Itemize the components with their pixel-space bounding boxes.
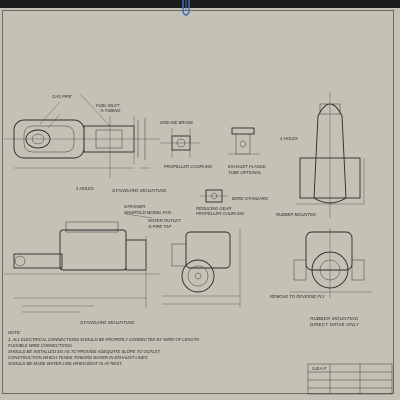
sheet-border	[2, 10, 394, 394]
binder-clip-icon	[182, 0, 190, 16]
rubber-mounting-caption: RUBBER MOUNTING	[310, 316, 359, 321]
end-view-engine	[296, 92, 365, 218]
standard-mounting-top-caption: STANDARD MOUNTING	[112, 188, 167, 193]
gas-pipe-label: GAS PIPE	[52, 94, 72, 99]
water-outlet-label: WATER OUTLET	[148, 218, 181, 223]
top-view-engine	[4, 93, 160, 178]
tubing-label: ⅜ TUBING	[100, 108, 121, 113]
direct-drive-caption: DIRECT DRIVE ONLY	[310, 322, 360, 327]
drawing-sheet: GAS PIPE FUEL INLET ⅜ TUBING 4 HOLES STA…	[0, 8, 400, 400]
remove-label: REMOVE TO REVERSE FLY	[270, 294, 326, 299]
title-block-label: S.B.A.F	[312, 366, 327, 371]
note-line-4: CONSTRUCTION WHICH TENDS TOWARD WATER IN…	[8, 355, 148, 360]
strainer-label: STRAINER	[124, 204, 145, 209]
holes-label-right: 4 HOLES	[280, 136, 298, 141]
coupling-detail	[160, 127, 260, 203]
rear-view-engine	[290, 228, 372, 298]
note-title: NOTE:	[8, 330, 21, 335]
note-line-3: SHOULD BE INSTALLED SO AS TO PROVIDE ADE…	[8, 349, 161, 354]
tube-optional-label: TUBE OPTIONAL	[228, 170, 262, 175]
note-line-1: 1. ALL ELECTRICAL CONNECTIONS SHOULD BE …	[8, 337, 200, 342]
rubber-mounted-label: RUBBER MOUNTED	[276, 212, 316, 217]
holes-label-top: 4 HOLES	[76, 186, 94, 191]
title-block	[307, 363, 393, 395]
fuel-inlet-label: FUEL INLET	[96, 103, 120, 108]
exhaust-flange-label: EXHAUST FLANGE	[228, 164, 266, 169]
front-view-engine	[162, 228, 241, 308]
note-line-2: FLEXIBLE WIRE CONNECTIONS	[8, 343, 72, 348]
propeller-coupling-2-label: PROPELLER COUPLING	[196, 211, 245, 216]
propeller-coupling-label: PROPELLER COUPLING	[164, 164, 213, 169]
bore-standard-label: BORE STANDARD	[232, 196, 268, 201]
side-view-engine	[4, 213, 160, 313]
reducing-gear-label: REDUCING GEAR	[196, 206, 231, 211]
note-line-5: SHOULD BE MADE WATER LINE WHEN BOAT IS A…	[8, 361, 122, 366]
standard-mounting-side-caption: STANDARD MOUNTING	[80, 320, 135, 325]
pipe-tap-label: ¾ PIPE TAP	[148, 224, 171, 229]
grease-label: GREASE BRASS	[160, 120, 193, 125]
manifold-label: MANIFOLD MODEL FAN	[124, 210, 172, 215]
engine-drawing: GAS PIPE FUEL INLET ⅜ TUBING 4 HOLES STA…	[4, 92, 393, 395]
